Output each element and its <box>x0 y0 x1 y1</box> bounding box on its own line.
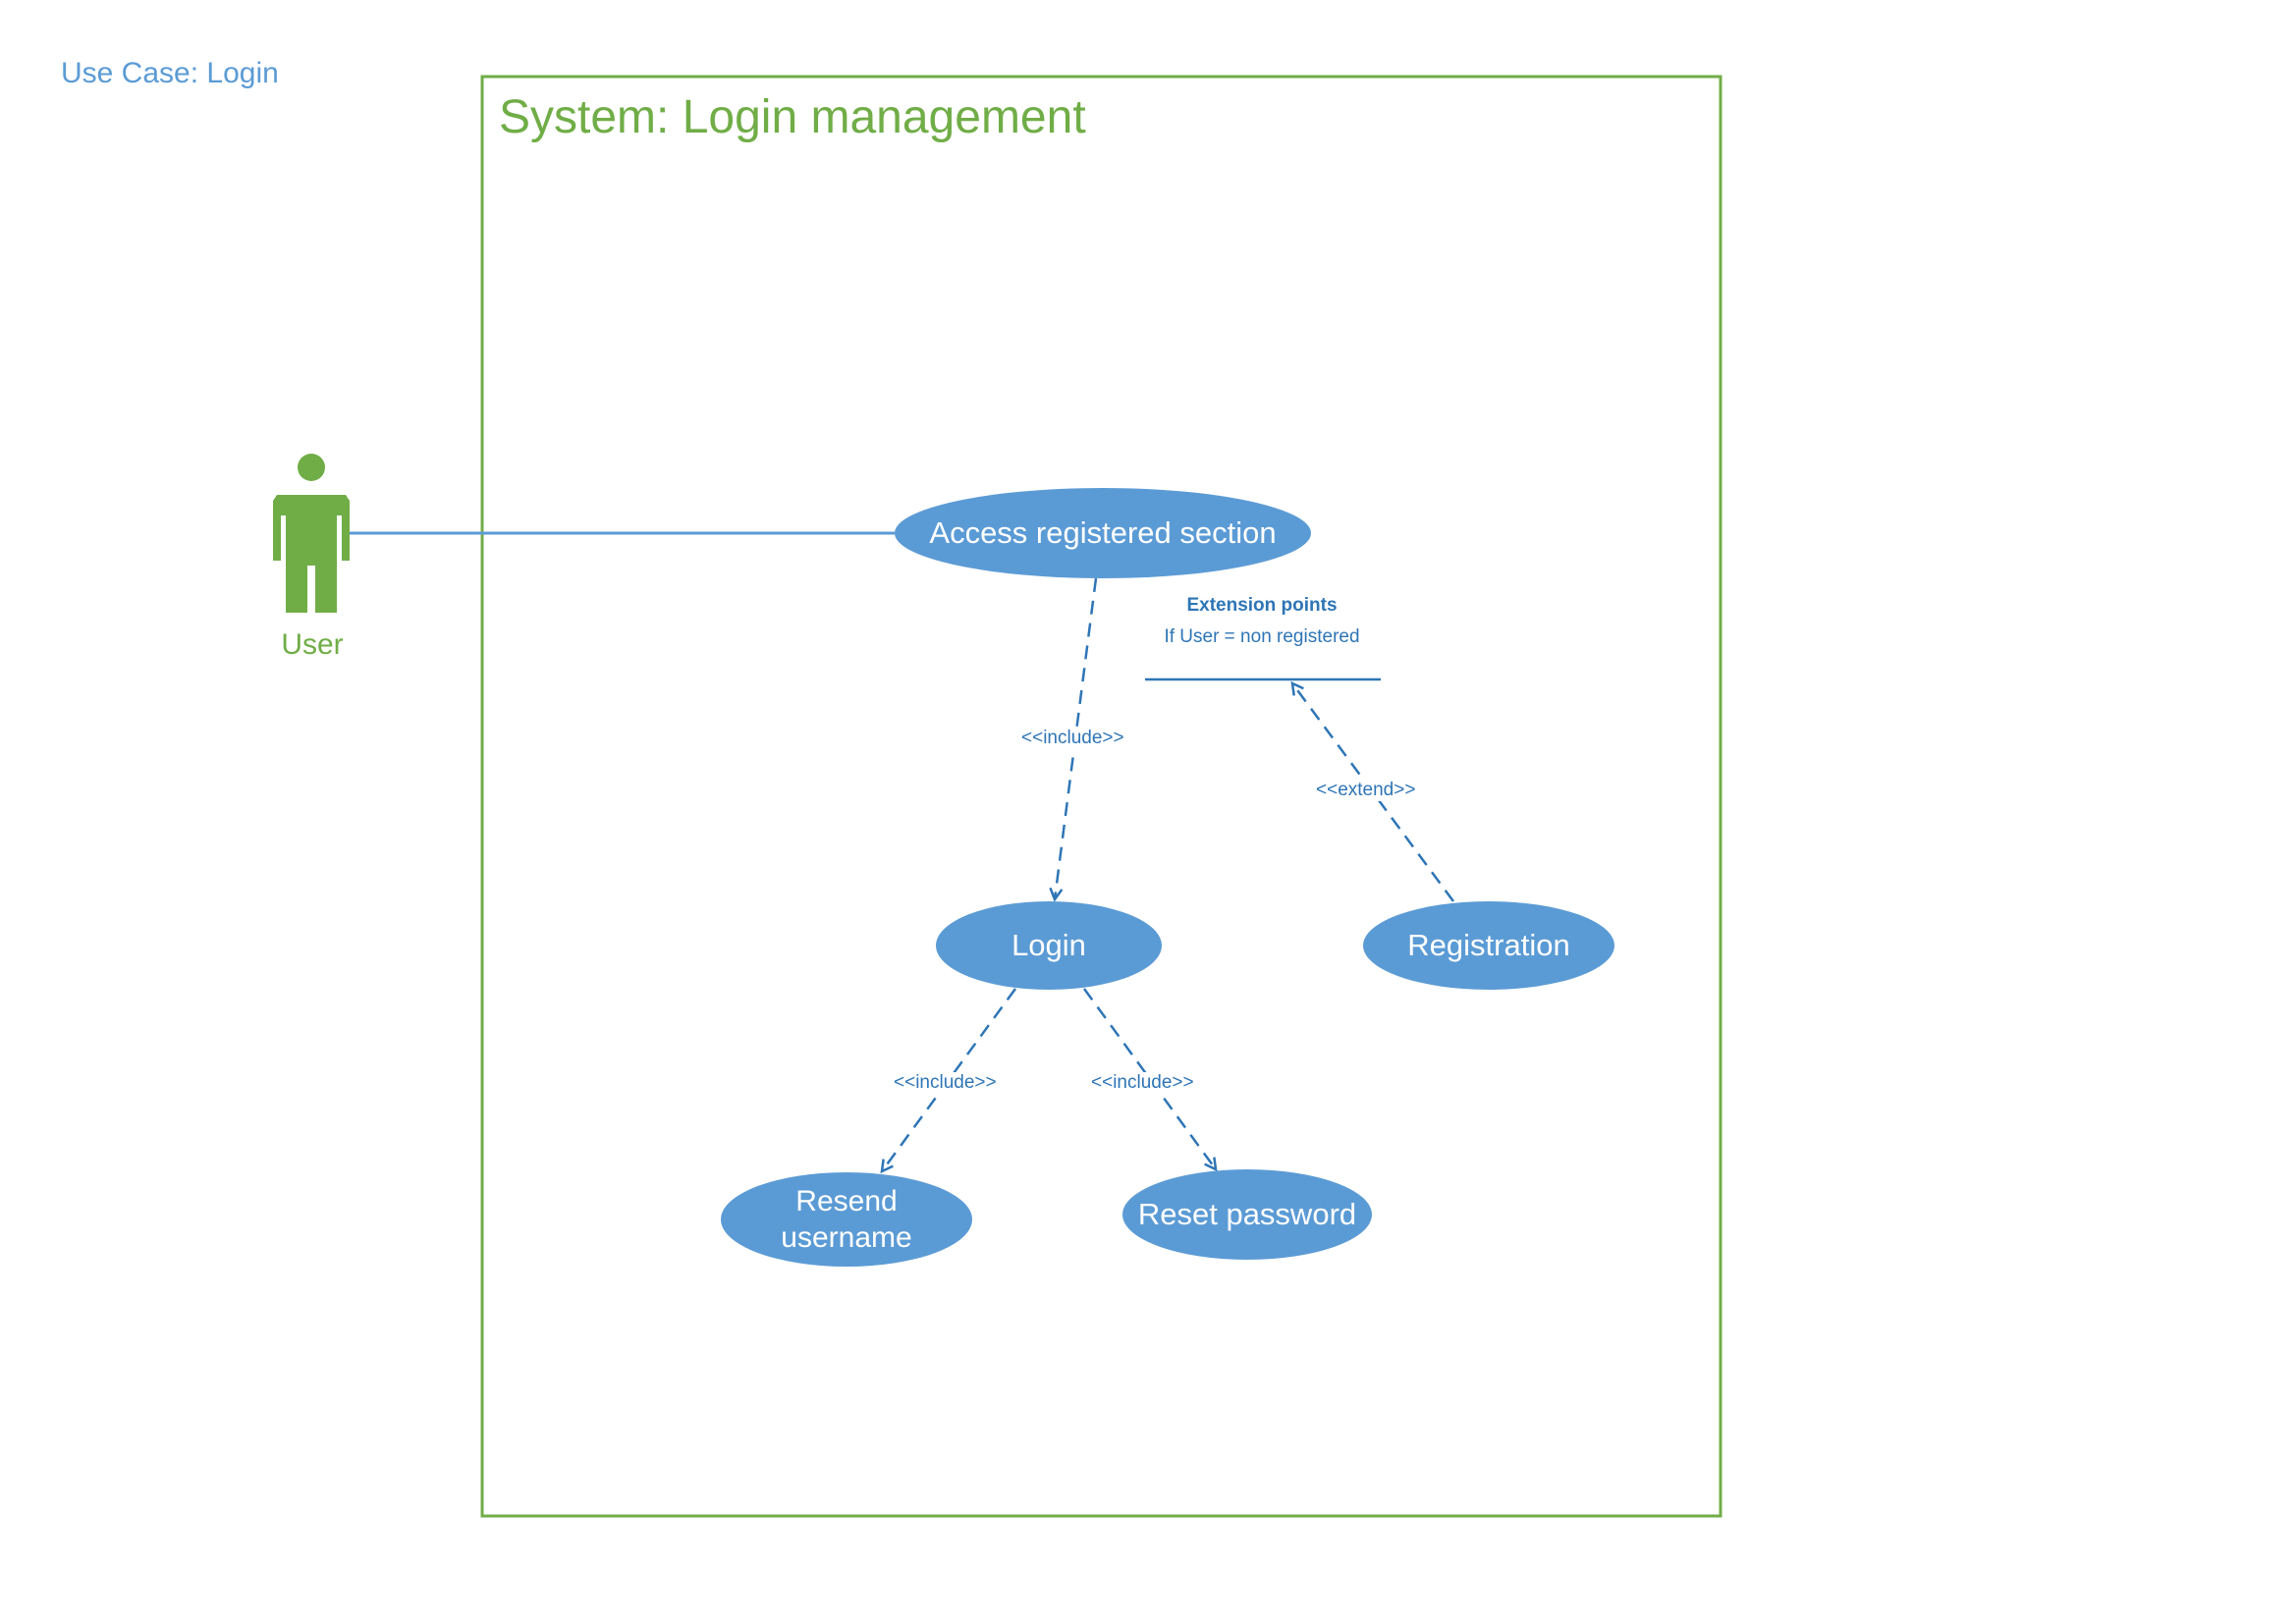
extension-point-condition: If User = non registered <box>1164 626 1360 647</box>
page-title: Use Case: Login <box>61 57 279 89</box>
person-icon[interactable] <box>273 454 350 613</box>
include-stereotype-login-resend: <<include>> <box>894 1072 997 1094</box>
extension-points-title: Extension points <box>1186 595 1338 616</box>
include-stereotype-access-login: <<include>> <box>1021 728 1124 749</box>
use-case-access-ellipse[interactable] <box>895 488 1311 578</box>
include-edge-login-reset <box>1082 988 1218 1172</box>
use-case-reset-ellipse[interactable] <box>1122 1169 1372 1260</box>
use-case-login-ellipse[interactable] <box>936 901 1162 990</box>
system-title: System: Login management <box>499 91 1086 143</box>
include-stereotype-login-reset: <<include>> <box>1091 1072 1194 1094</box>
use-case-access-label[interactable]: Access registered section <box>929 514 1277 550</box>
use-case-registration-label[interactable]: Registration <box>1407 927 1570 962</box>
use-case-registration-ellipse[interactable] <box>1363 901 1614 990</box>
use-case-resend-ellipse[interactable] <box>721 1172 972 1267</box>
use-case-resend-label[interactable]: Resend username <box>781 1184 912 1255</box>
use-case-login-label[interactable]: Login <box>1011 927 1086 962</box>
actor-label: User <box>281 628 344 661</box>
use-case-reset-label[interactable]: Reset password <box>1137 1196 1357 1231</box>
extend-stereotype: <<extend>> <box>1316 780 1416 801</box>
system-boundary <box>480 75 1722 1518</box>
